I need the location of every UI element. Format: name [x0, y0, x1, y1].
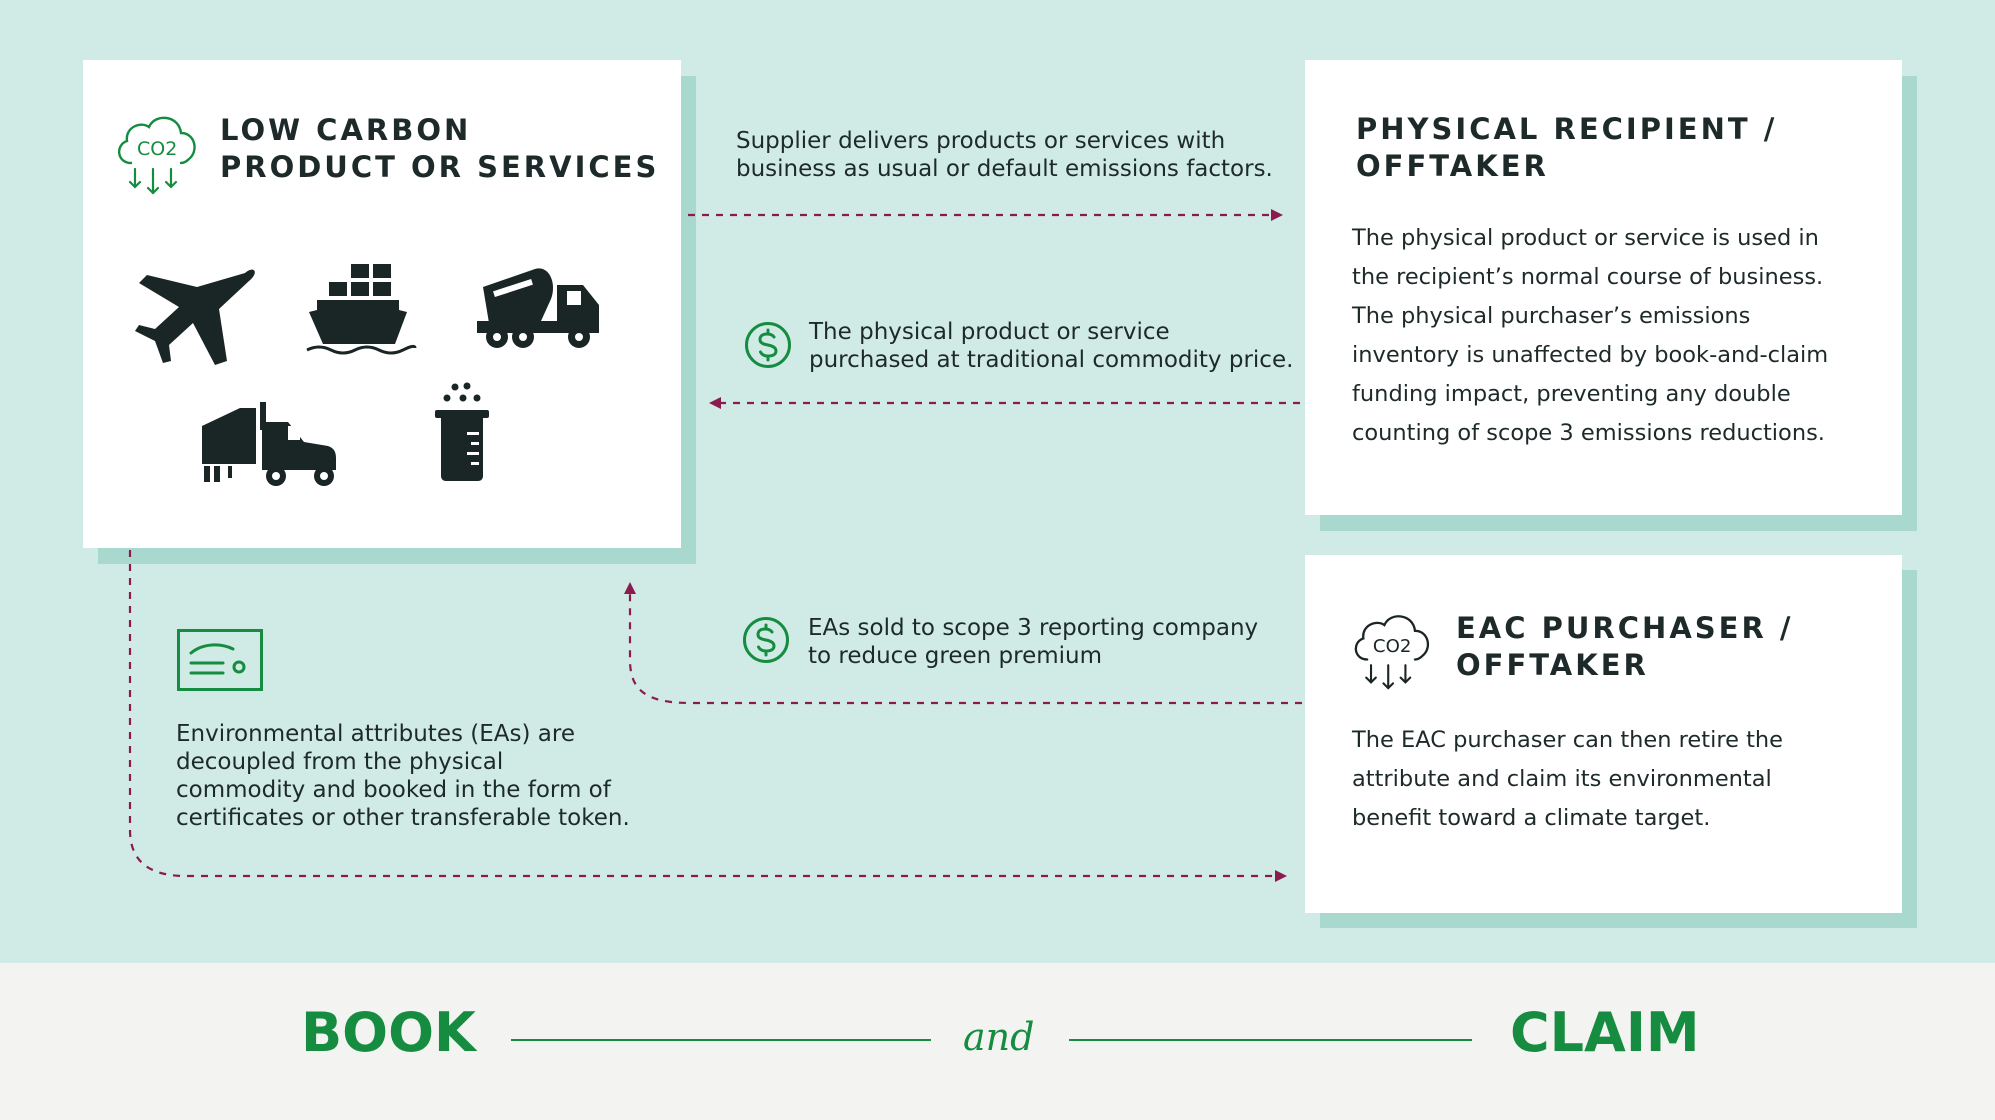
purchased-label: The physical product or service purchase…	[809, 318, 1293, 374]
low-carbon-card: CO2 LOW CARBON PRODUCT OR SERVICES	[83, 60, 681, 548]
eas-sold-line: EAs sold to scope 3 reporting company	[808, 615, 1259, 641]
purchased-line: purchased at traditional commodity price…	[809, 347, 1294, 373]
low-carbon-title-line-2: PRODUCT OR SERVICES	[220, 150, 660, 184]
decoupled-arrow	[128, 550, 1287, 882]
footer-rule-left	[511, 1039, 931, 1041]
supplier-delivers-label: Supplier delivers products or services w…	[736, 127, 1273, 183]
decoupled-label: Environmental attributes (EAs) are decou…	[176, 720, 630, 832]
footer-and: and	[963, 1015, 1035, 1059]
decoupled-line: Environmental attributes (EAs) are	[176, 721, 575, 747]
supplier-delivers-line: business as usual or default emissions f…	[736, 156, 1273, 182]
co2-cloud-down-icon: CO2	[1354, 615, 1430, 690]
semi-truck-icon	[202, 402, 336, 486]
beaker-icon	[435, 382, 489, 481]
footer-bar: BOOK and CLAIM	[0, 963, 1995, 1120]
footer-book: BOOK	[301, 1001, 476, 1064]
eac-purchaser-body-line: benefit toward a climate target.	[1352, 805, 1711, 831]
physical-recipient-title-line-2: OFFTAKER	[1356, 149, 1549, 183]
decoupled-line: decoupled from the physical	[176, 749, 504, 775]
physical-recipient-body-line: The physical product or service is used …	[1352, 225, 1819, 251]
eac-purchaser-body: The EAC purchaser can then retire the at…	[1352, 721, 1783, 838]
eas-sold-line: to reduce green premium	[808, 643, 1103, 669]
dollar-circle-icon	[745, 322, 791, 368]
eac-purchaser-body-line: attribute and claim its environmental	[1352, 766, 1772, 792]
certificate-icon	[177, 629, 263, 691]
co2-label: CO2	[137, 138, 177, 160]
eac-purchaser-title: EAC PURCHASER / OFFTAKER	[1456, 610, 1793, 684]
physical-recipient-body-line: inventory is unaffected by book-and-clai…	[1352, 342, 1829, 368]
eas-sold-arrow	[624, 582, 1302, 705]
cargo-ship-icon	[306, 264, 417, 355]
flow-arrows	[128, 209, 1302, 882]
co2-label: CO2	[1373, 636, 1412, 657]
dollar-circle-icon	[743, 617, 789, 663]
co2-cloud-down-icon: CO2	[118, 116, 196, 195]
supplier-delivers-line: Supplier delivers products or services w…	[736, 128, 1226, 154]
physical-recipient-body-line: counting of scope 3 emissions reductions…	[1352, 420, 1825, 446]
eac-purchaser-title-line-2: OFFTAKER	[1456, 648, 1649, 682]
footer-claim: CLAIM	[1510, 1001, 1700, 1064]
physical-recipient-title: PHYSICAL RECIPIENT / OFFTAKER	[1356, 111, 1777, 185]
physical-recipient-body-line: The physical purchaser’s emissions	[1352, 303, 1751, 329]
low-carbon-title-line-1: LOW CARBON	[220, 113, 472, 147]
eac-purchaser-title-line-1: EAC PURCHASER /	[1456, 611, 1794, 645]
purchased-line: The physical product or service	[809, 319, 1170, 345]
physical-recipient-body-line: funding impact, preventing any double	[1352, 381, 1791, 407]
airplane-icon	[135, 269, 255, 365]
physical-recipient-card: PHYSICAL RECIPIENT / OFFTAKER The physic…	[1305, 60, 1902, 515]
eac-purchaser-body-line: The EAC purchaser can then retire the	[1352, 727, 1784, 753]
physical-recipient-body-line: the recipient’s normal course of busines…	[1352, 264, 1824, 290]
decoupled-line: certificates or other transferable token…	[176, 805, 630, 831]
cement-truck-icon	[477, 268, 599, 348]
physical-recipient-title-line-1: PHYSICAL RECIPIENT /	[1356, 112, 1778, 146]
decoupled-line: commodity and booked in the form of	[176, 777, 611, 803]
footer-rule-right	[1069, 1039, 1472, 1041]
physical-recipient-body: The physical product or service is used …	[1352, 219, 1828, 453]
eac-purchaser-card: CO2 EAC PURCHASER / OFFTAKER The EAC pur…	[1305, 555, 1902, 913]
low-carbon-title: LOW CARBON PRODUCT OR SERVICES	[220, 112, 659, 186]
eas-sold-label: EAs sold to scope 3 reporting company to…	[808, 614, 1258, 670]
